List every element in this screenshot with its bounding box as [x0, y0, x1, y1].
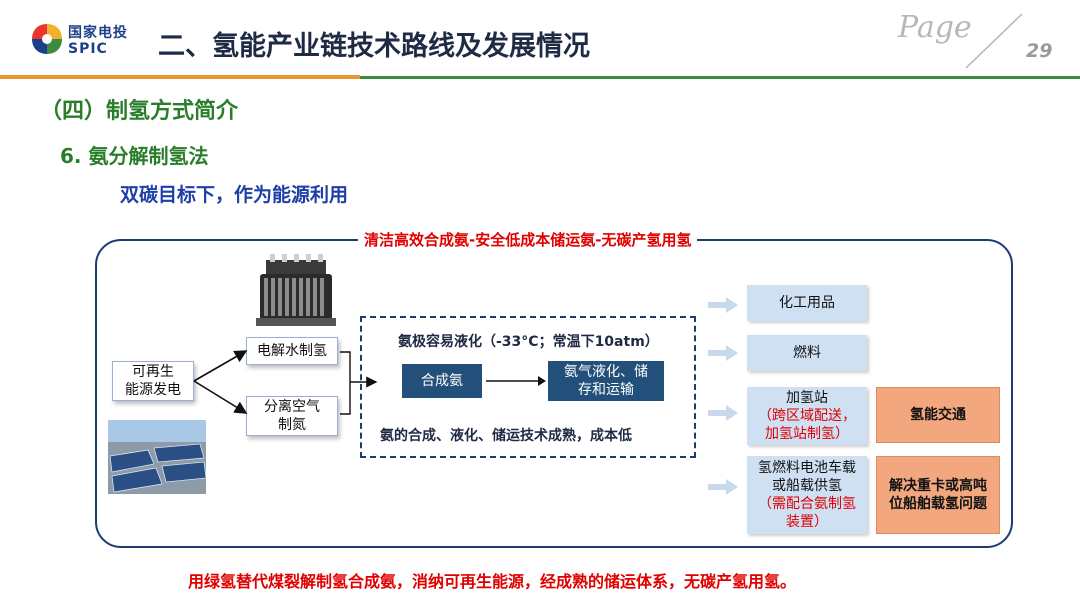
chevron-right-icon: [708, 405, 738, 421]
chemical-products-box: 化工用品: [747, 285, 867, 321]
section-title: （四）制氢方式简介: [40, 99, 239, 124]
logo-text-cn: 国家电投: [68, 25, 128, 41]
chevron-right-icon: [708, 297, 738, 313]
page-number: 29: [1026, 40, 1053, 62]
solar-panel-image: [108, 420, 206, 494]
bottom-summary: 用绿氢替代煤裂解制氢合成氨，消纳可再生能源，经成熟的储运体系，无碳产氢用氢。: [188, 572, 797, 591]
hydrogen-station-box: 加氢站 （跨区域配送， 加氢站制氢）: [747, 387, 867, 445]
chevron-right-icon: [708, 479, 738, 495]
onboard-hydrogen-note: （需配合氨制氢 装置）: [758, 496, 856, 530]
hydrogen-transport-box: 氢能交通: [876, 387, 1000, 443]
fuel-box: 燃料: [747, 335, 867, 371]
ammonia-synthesis-box: 合成氨: [402, 364, 482, 398]
ammonia-liquefaction-note: 氨极容易液化（-33°C；常温下10atm）: [398, 334, 659, 350]
header-divider-green: [360, 76, 1080, 79]
heavy-transport-solution-box: 解决重卡或高吨 位船舶载氢问题: [876, 456, 1000, 534]
onboard-hydrogen-title: 氢燃料电池车载 或船载供氢: [758, 460, 856, 494]
ammonia-storage-box: 氨气液化、储 存和运输: [548, 361, 664, 401]
chevron-right-icon: [708, 345, 738, 361]
sub-title: 6. 氨分解制氢法: [60, 144, 209, 168]
hydrogen-station-note: （跨区域配送， 加氢站制氢）: [758, 408, 856, 442]
air-separation-box: 分离空气 制氮: [246, 396, 338, 436]
page-title: 二、氢能产业链技术路线及发展情况: [158, 31, 590, 62]
page-label: Page: [898, 10, 972, 45]
header-divider-orange: [0, 75, 360, 79]
ammonia-process-group: [360, 316, 696, 458]
logo-text-en: SPIC: [68, 41, 108, 57]
page-slash-decoration: [965, 13, 1023, 69]
hydrogen-station-title: 加氢站: [786, 390, 828, 406]
synthesis-to-storage-arrow: [486, 376, 546, 386]
electrolyzer-image: [256, 254, 336, 326]
water-electrolysis-box: 电解水制氢: [246, 337, 338, 365]
goal-title: 双碳目标下，作为能源利用: [120, 184, 349, 206]
onboard-hydrogen-box: 氢燃料电池车载 或船载供氢 （需配合氨制氢 装置）: [747, 456, 867, 534]
renewable-power-box: 可再生 能源发电: [112, 361, 194, 401]
spic-logo-icon: [32, 24, 62, 54]
connector-lines: [193, 350, 378, 415]
technology-maturity-note: 氨的合成、液化、储运技术成熟，成本低: [380, 428, 632, 444]
diagram-banner: 清洁高效合成氨-安全低成本储运氨-无碳产氢用氢: [358, 229, 698, 250]
